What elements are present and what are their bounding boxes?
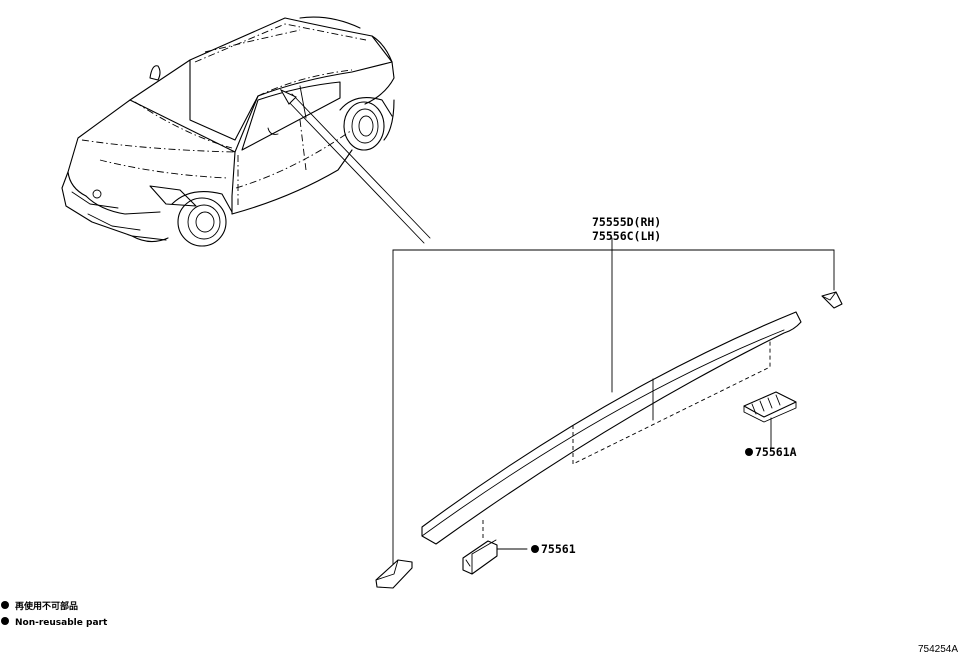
legend-english: Non-reusable part — [15, 618, 108, 628]
roof-drip-molding — [421, 311, 802, 545]
end-cap-front — [375, 559, 413, 589]
non-reusable-mark — [745, 448, 753, 456]
legend-bullet-icon — [1, 617, 9, 625]
leader-bracket — [392, 237, 835, 576]
part-label-clip: 75561 — [541, 542, 576, 556]
legend-bullet-icon — [1, 601, 9, 609]
car-illustration — [61, 16, 395, 247]
clip-75561 — [462, 539, 528, 575]
clip-75561a — [743, 391, 797, 449]
pointer-arrow — [279, 88, 431, 244]
figure-id: 754254A — [918, 644, 958, 655]
end-cap-rear — [821, 291, 843, 309]
part-label-rh: 75555D(RH) — [592, 215, 661, 229]
part-label-clip-a: 75561A — [755, 445, 797, 459]
mounting-guides — [482, 340, 771, 540]
legend-japanese: 再使用不可部品 — [15, 600, 78, 612]
legend: 再使用不可部品 Non-reusable part — [1, 600, 108, 628]
non-reusable-mark — [531, 545, 539, 553]
part-label-lh: 75556C(LH) — [592, 229, 661, 243]
